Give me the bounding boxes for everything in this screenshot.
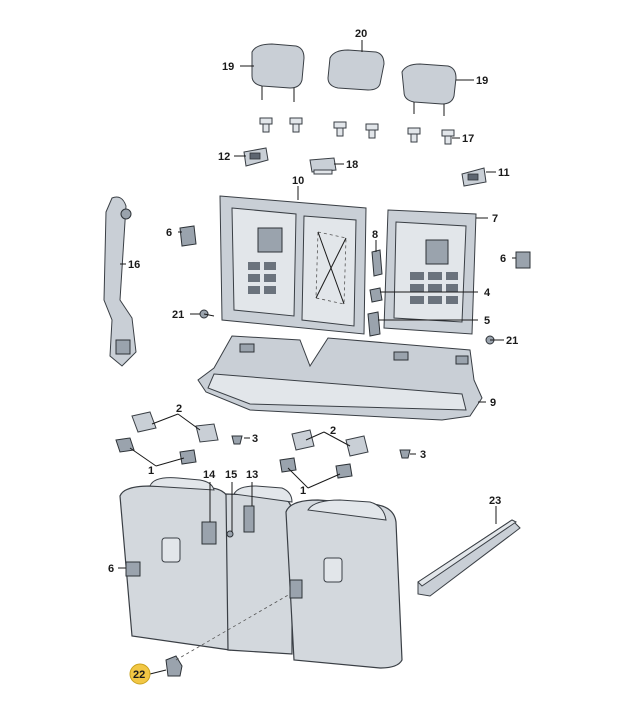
headrest-center[interactable] — [327, 49, 385, 91]
label-13: 13 — [246, 469, 258, 481]
headrest-right[interactable] — [401, 63, 457, 116]
label-18: 18 — [346, 159, 358, 171]
clip-1-d[interactable] — [335, 463, 353, 479]
callout-labels: 19 20 19 17 12 18 11 10 7 6 8 6 16 4 21 … — [108, 28, 518, 575]
seat-belt-16[interactable] — [103, 196, 137, 367]
label-7: 7 — [492, 213, 498, 225]
label-10: 10 — [292, 175, 304, 187]
label-22: 22 — [133, 669, 145, 681]
hinge-5[interactable] — [367, 311, 381, 337]
label-3a: 3 — [252, 433, 258, 445]
label-5: 5 — [484, 315, 490, 327]
label-14: 14 — [203, 469, 216, 481]
label-2a: 2 — [176, 403, 182, 415]
label-1a: 1 — [148, 465, 154, 477]
label-11: 11 — [498, 167, 510, 179]
label-8: 8 — [372, 229, 378, 241]
clip-6-right[interactable] — [515, 251, 531, 269]
label-9: 9 — [490, 397, 496, 409]
cap-3-b[interactable] — [399, 449, 411, 459]
release-handle-18[interactable] — [309, 157, 337, 175]
hinge-8[interactable] — [371, 249, 383, 277]
bolt-21-right[interactable] — [485, 335, 498, 345]
label-19a: 19 — [222, 61, 234, 73]
label-19b: 19 — [476, 75, 488, 87]
label-21a: 21 — [172, 309, 184, 321]
label-21b: 21 — [506, 335, 518, 347]
screw-15[interactable] — [226, 530, 234, 538]
label-15: 15 — [225, 469, 237, 481]
bolt-21-left[interactable] — [199, 309, 215, 319]
bracket-2-c[interactable] — [291, 429, 315, 451]
hook-22[interactable] — [165, 593, 291, 677]
label-6b: 6 — [500, 253, 506, 265]
label-6a: 6 — [166, 227, 172, 239]
label-17: 17 — [462, 133, 474, 145]
label-6c: 6 — [108, 563, 114, 575]
backrest-cover-right[interactable] — [285, 499, 403, 669]
label-3b: 3 — [420, 449, 426, 461]
bracket-12[interactable] — [243, 147, 269, 167]
headrest-guides — [259, 117, 455, 145]
label-23: 23 — [489, 495, 501, 507]
label-1b: 1 — [300, 485, 306, 497]
bracket-2-b[interactable] — [195, 423, 219, 443]
clip-1-a[interactable] — [115, 437, 135, 453]
backrest-frame-left[interactable] — [219, 195, 367, 335]
label-12: 12 — [218, 151, 230, 163]
label-20: 20 — [355, 28, 367, 40]
label-2b: 2 — [330, 425, 336, 437]
bracket-2-d[interactable] — [345, 435, 369, 457]
clip-1-c[interactable] — [279, 457, 297, 473]
bracket-2-a[interactable] — [131, 411, 157, 433]
trim-strip-23[interactable] — [417, 519, 521, 597]
backrest-frame-right[interactable] — [383, 209, 477, 335]
clip-1-b[interactable] — [179, 449, 197, 465]
callout-22-highlight: 22 — [129, 663, 151, 685]
leader-lines — [118, 40, 516, 675]
label-4: 4 — [484, 287, 491, 299]
seat-cushion-frame[interactable] — [197, 335, 483, 421]
bracket-11[interactable] — [461, 167, 487, 187]
headrest-left[interactable] — [251, 43, 305, 102]
clip-6-bottom[interactable] — [125, 561, 141, 577]
cap-3-a[interactable] — [231, 435, 243, 445]
hinge-4[interactable] — [369, 287, 383, 303]
backrest-cover-center[interactable] — [201, 485, 293, 655]
label-16: 16 — [128, 259, 140, 271]
clip-6-left[interactable] — [179, 225, 197, 247]
